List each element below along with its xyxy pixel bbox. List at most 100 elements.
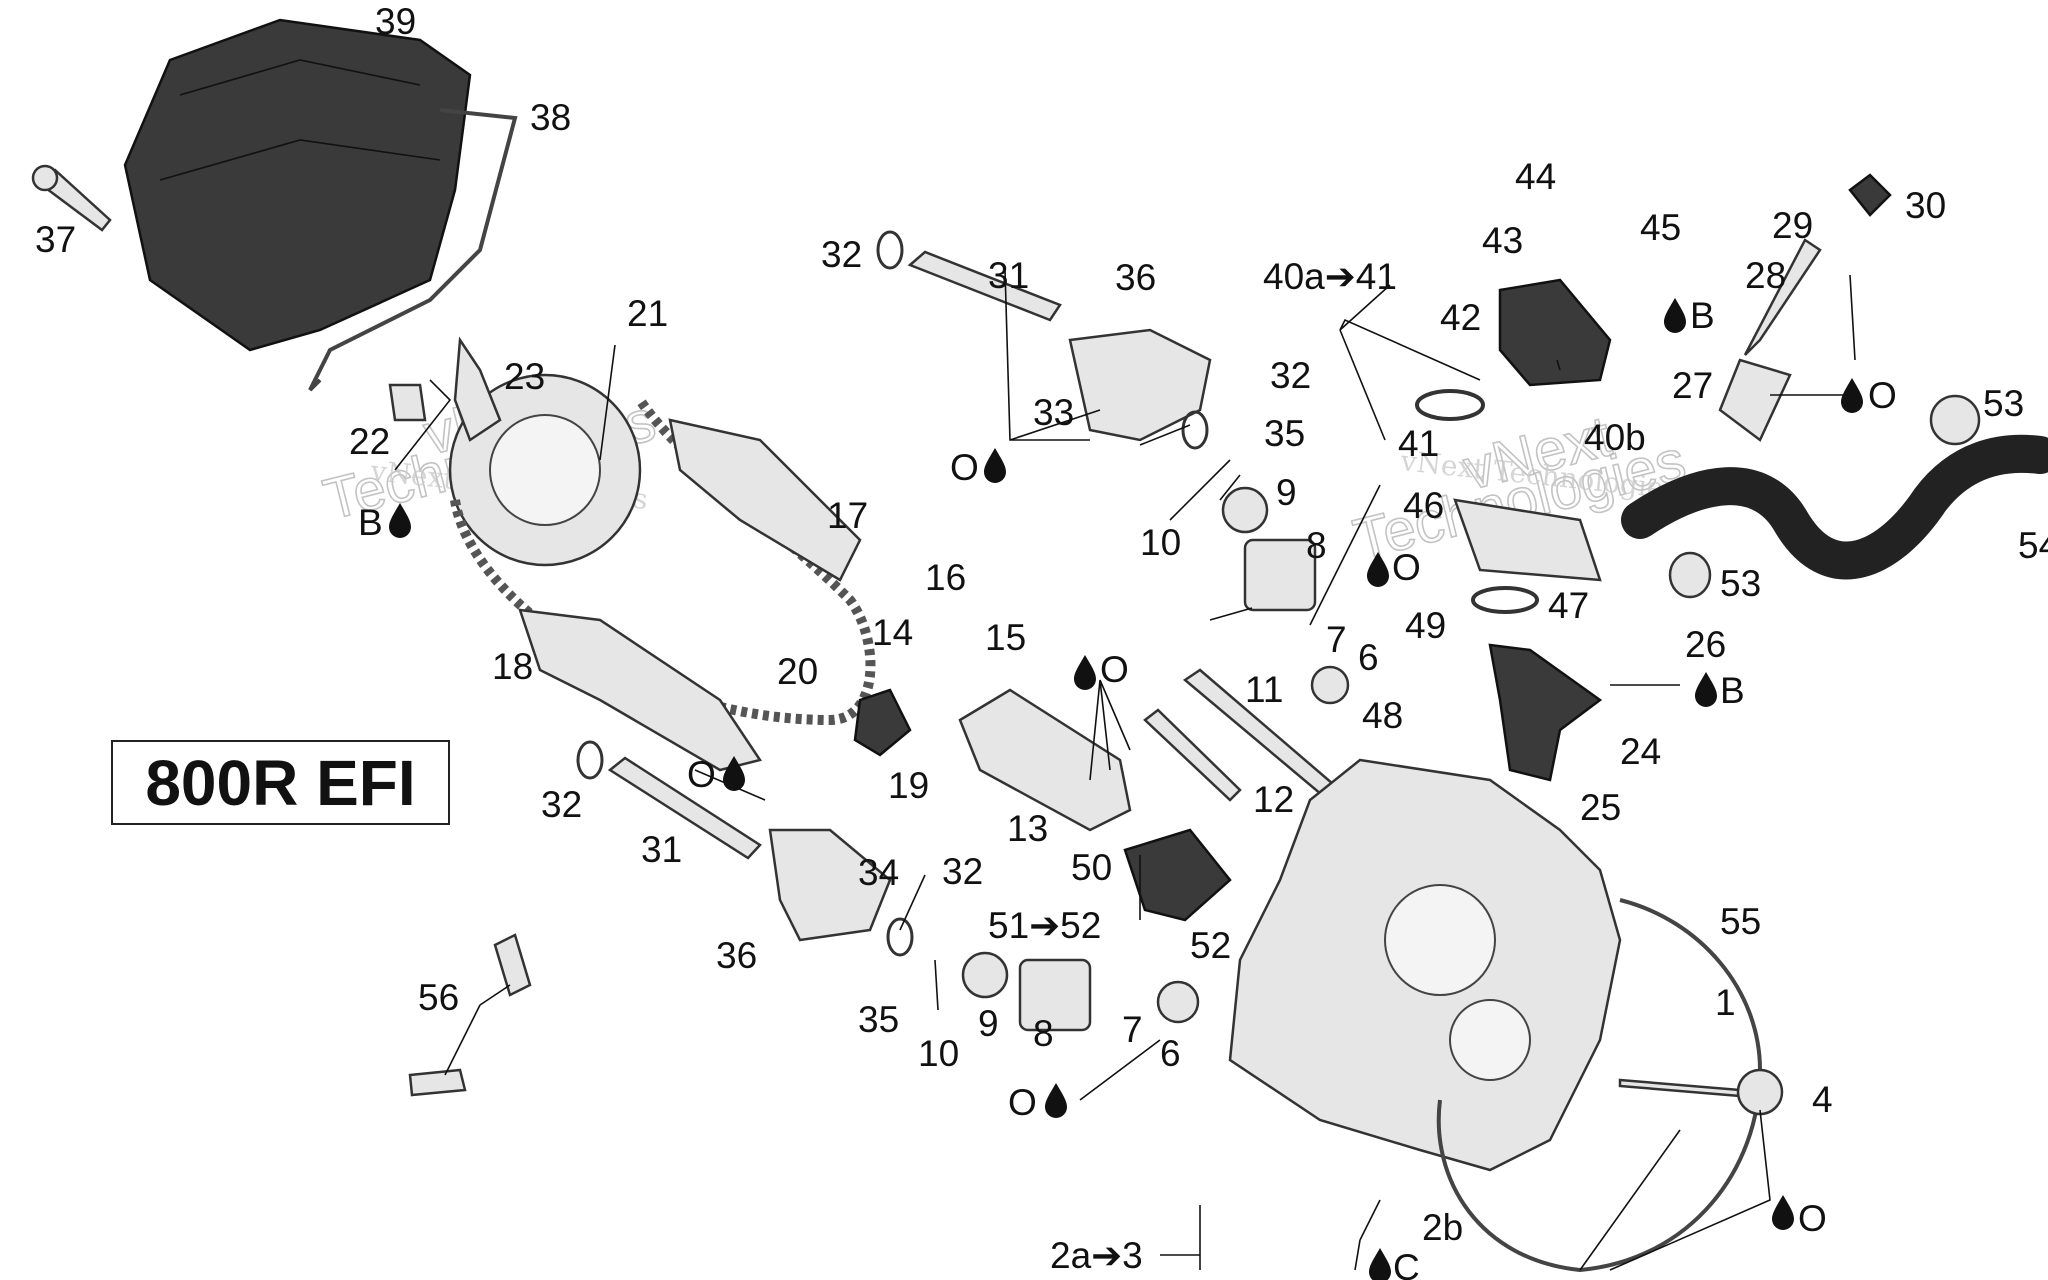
callout-2b: 2b — [1422, 1207, 1463, 1248]
rocker-arm-upper — [1068, 328, 1212, 442]
lube-letter: O — [687, 754, 716, 795]
lube-b-3: B — [358, 502, 411, 543]
callout-46: 46 — [1403, 485, 1444, 526]
lube-o-1: O — [950, 447, 1006, 488]
rocker-arm-lower — [768, 828, 892, 942]
callout-8-lower: 8 — [1033, 1013, 1054, 1054]
lube-letter: C — [1393, 1247, 1420, 1280]
callout-30: 30 — [1905, 185, 1946, 226]
valve-spring-lower — [1018, 958, 1092, 1032]
head-gasket — [1436, 898, 1763, 1273]
callout-52: 52 — [1190, 925, 1231, 966]
callout-37: 37 — [35, 219, 76, 260]
callout-33: 33 — [1033, 392, 1074, 433]
callout-35-upper: 35 — [1264, 413, 1305, 454]
model-label: 800R EFI — [145, 746, 416, 819]
oil-drop-icon — [1074, 655, 1096, 690]
hose-connector — [408, 933, 532, 1097]
chain-tensioner-bracket — [453, 336, 502, 442]
lube-o-5: O — [687, 754, 745, 795]
cover-gasket — [308, 108, 518, 392]
retainer-upper — [1221, 486, 1269, 534]
cam-bracket — [853, 688, 912, 757]
hose-clamp-lower — [1668, 551, 1712, 599]
callout-41: 41 — [1398, 423, 1439, 464]
lube-letter: B — [1690, 295, 1715, 336]
callout-32-d: 32 — [942, 851, 983, 892]
thermostat-housing — [1453, 498, 1602, 582]
oil-drop-icon — [1695, 672, 1717, 707]
lube-o-3: O — [1367, 547, 1421, 588]
lube-letter: B — [358, 502, 383, 543]
lube-letter: O — [1100, 649, 1129, 690]
callout-1: 1 — [1715, 982, 1736, 1023]
lube-letter: O — [1008, 1082, 1037, 1123]
valve — [1618, 1078, 1742, 1098]
pivot-bolt — [388, 383, 427, 422]
oil-drop-icon — [389, 503, 411, 538]
water-outlet — [1498, 278, 1612, 387]
callout-29: 29 — [1772, 205, 1813, 246]
valve-head — [1736, 1068, 1784, 1116]
callout-32-b: 32 — [1270, 355, 1311, 396]
lube-o-2: O — [1841, 375, 1897, 416]
oil-drop-icon — [1841, 378, 1863, 413]
callout-21: 21 — [627, 293, 668, 334]
callout-25: 25 — [1580, 787, 1621, 828]
long-bolt-12 — [1143, 708, 1242, 802]
callout-36-upper: 36 — [1115, 257, 1156, 298]
callout-42: 42 — [1440, 297, 1481, 338]
lube-letter: O — [1868, 375, 1897, 416]
callout-16: 16 — [925, 557, 966, 598]
rocker-shaft-lower — [607, 756, 762, 860]
lube-o-4: O — [1074, 649, 1129, 690]
oil-drop-icon — [1664, 298, 1686, 333]
callout-6-upper: 6 — [1358, 637, 1379, 678]
cylinder-port — [1449, 999, 1531, 1081]
callout-32-a: 32 — [821, 234, 862, 275]
oil-drop-icon — [1045, 1083, 1067, 1118]
chain-guide-lower — [518, 608, 763, 772]
callout-44: 44 — [1515, 156, 1556, 197]
callout-27: 27 — [1672, 365, 1713, 406]
callout-9-upper: 9 — [1276, 472, 1297, 513]
callout-54: 54 — [2018, 525, 2048, 566]
rocker-shaft-upper — [907, 250, 1062, 322]
cam-position-sensor — [1123, 828, 1232, 922]
callout-10-upper: 10 — [1140, 522, 1181, 563]
hose-clamp-upper — [1929, 394, 1981, 446]
callout-53-lower: 53 — [1720, 563, 1761, 604]
callout-40a-41: 40a➔41 — [1263, 256, 1397, 297]
callout-6-lower: 6 — [1160, 1033, 1181, 1074]
cover-ribs — [159, 59, 441, 181]
callout-56: 56 — [418, 977, 459, 1018]
bolt-head — [31, 164, 59, 192]
o-ring-32c — [576, 740, 604, 780]
callout-53-upper: 53 — [1983, 383, 2024, 424]
o-ring-47 — [1471, 586, 1539, 614]
callout-47: 47 — [1548, 585, 1589, 626]
callout-34: 34 — [858, 852, 899, 893]
callout-8-upper: 8 — [1306, 525, 1327, 566]
callout-22: 22 — [349, 421, 390, 462]
coolant-hose — [1621, 434, 2048, 580]
lube-o-6: O — [1008, 1082, 1067, 1123]
temp-sensor — [1848, 173, 1892, 217]
oil-drop-icon — [1367, 552, 1389, 587]
callout-24: 24 — [1620, 731, 1661, 772]
lube-letter: O — [950, 447, 979, 488]
o-ring-41 — [1415, 389, 1485, 421]
lube-c: C — [1369, 1247, 1420, 1280]
callout-7-lower: 7 — [1122, 1009, 1143, 1050]
callout-36-lower: 36 — [716, 935, 757, 976]
callout-9-lower: 9 — [978, 1003, 999, 1044]
callout-13: 13 — [1007, 808, 1048, 849]
callout-18: 18 — [492, 646, 533, 687]
callout-15: 15 — [985, 617, 1026, 658]
callout-31-upper: 31 — [988, 255, 1029, 296]
washer-6-upper — [1310, 665, 1350, 705]
retainer-lower — [961, 951, 1009, 999]
callout-32-c: 32 — [541, 784, 582, 825]
callout-12: 12 — [1253, 779, 1294, 820]
